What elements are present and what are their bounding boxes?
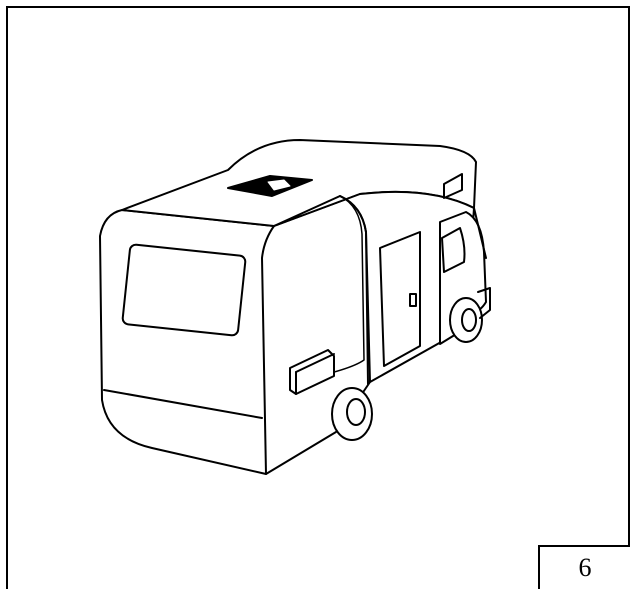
side-door xyxy=(379,231,421,367)
door-handle xyxy=(409,293,417,307)
figure-frame xyxy=(6,6,630,589)
overcab-window xyxy=(443,173,463,199)
roof-hatch xyxy=(227,175,313,197)
rear-window xyxy=(121,243,247,337)
front-wheel xyxy=(449,297,483,343)
cab-window xyxy=(441,227,466,273)
rear-panel xyxy=(99,209,275,475)
storage-box xyxy=(289,349,335,395)
page-number: 6 xyxy=(538,545,630,589)
rear-wheel xyxy=(331,387,373,441)
